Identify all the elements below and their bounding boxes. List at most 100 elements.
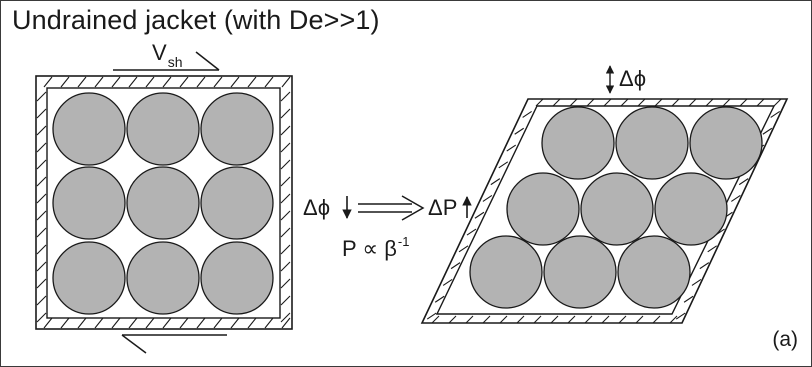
hatch-stroke: [280, 210, 291, 221]
hatch-stroke: [145, 317, 155, 329]
hatch-stroke: [442, 278, 453, 286]
grain: [200, 92, 274, 166]
grain: [200, 241, 274, 315]
hatch-stroke: [691, 278, 702, 286]
jacket-outer-right: [420, 98, 789, 324]
hatch-stroke: [688, 98, 697, 107]
sheared-sample: [420, 98, 789, 324]
grain: [200, 166, 274, 240]
hatch-stroke: [683, 295, 694, 303]
hatch-stroke: [230, 317, 240, 329]
grain: [52, 241, 126, 315]
grain-pack-sheared: [469, 106, 763, 309]
hatch-stroke: [196, 76, 206, 88]
hatch-stroke: [426, 312, 437, 320]
figure-title: Undrained jacket (with De>>1): [12, 5, 380, 35]
hatch-stroke: [280, 159, 291, 170]
hatch-stroke: [36, 278, 47, 289]
grain: [126, 241, 200, 315]
hatch-stroke: [738, 178, 749, 186]
hatch-stroke: [669, 315, 678, 324]
hatch-stroke: [36, 312, 47, 323]
hatch-stroke: [280, 142, 291, 153]
hatch-stroke: [707, 245, 718, 253]
hatch-stroke: [280, 227, 291, 238]
hatch-stroke: [60, 76, 70, 88]
hatch-stroke: [434, 295, 445, 303]
hatch-stroke: [280, 125, 291, 136]
hatch-stroke: [466, 228, 477, 236]
hatch-stroke: [280, 193, 291, 204]
hatch-stroke: [264, 317, 274, 329]
grain: [541, 106, 615, 180]
hatch-stroke: [756, 98, 765, 107]
grain: [543, 235, 617, 309]
hatch-stroke: [431, 315, 440, 324]
grain: [580, 172, 654, 246]
jacket-hatching-left: [36, 76, 291, 329]
hatch-stroke: [762, 127, 773, 135]
hatch-stroke: [535, 98, 544, 107]
hatch-stroke: [569, 98, 578, 107]
hatch-stroke: [145, 76, 155, 88]
hatch-stroke: [586, 98, 595, 107]
hatch-stroke: [722, 98, 731, 107]
hatch-stroke: [94, 317, 104, 329]
grain: [52, 166, 126, 240]
hatch-stroke: [36, 227, 47, 238]
grain: [689, 106, 763, 180]
hatch-stroke: [280, 312, 291, 323]
hatch-stroke: [36, 261, 47, 272]
hatch-stroke: [739, 98, 748, 107]
hatch-stroke: [43, 76, 53, 88]
hatch-stroke: [654, 98, 663, 107]
hatch-stroke: [128, 317, 138, 329]
hatch-stroke: [482, 315, 491, 324]
hatch-stroke: [162, 76, 172, 88]
hatch-stroke: [770, 110, 781, 118]
grain: [52, 92, 126, 166]
hatch-stroke: [635, 315, 644, 324]
grain: [126, 92, 200, 166]
hatch-stroke: [230, 76, 240, 88]
hatch-stroke: [533, 315, 542, 324]
hatch-stroke: [162, 317, 172, 329]
hatch-stroke: [280, 244, 291, 255]
thickness-change-label: Δϕ: [619, 66, 647, 91]
shear-arrow-top: [113, 51, 220, 71]
hatch-stroke: [567, 315, 576, 324]
hatch-stroke: [280, 176, 291, 187]
hatch-stroke: [731, 194, 741, 202]
hatch-stroke: [601, 315, 610, 324]
hatch-stroke: [699, 262, 710, 270]
hatch-stroke: [514, 127, 524, 135]
hatch-stroke: [522, 110, 532, 118]
hatch-stroke: [43, 317, 53, 329]
hatch-stroke: [77, 76, 87, 88]
hatch-stroke: [94, 76, 104, 88]
hatch-stroke: [36, 125, 47, 136]
hatch-stroke: [482, 194, 493, 202]
hatch-stroke: [36, 91, 47, 102]
hatch-stroke: [196, 317, 206, 329]
hatch-stroke: [448, 315, 457, 324]
hatch-stroke: [552, 98, 561, 107]
hatch-stroke: [280, 261, 291, 272]
hatch-stroke: [506, 144, 517, 152]
hatch-stroke: [465, 315, 474, 324]
jacket-hatching-right: [426, 98, 782, 324]
hatch-stroke: [128, 76, 138, 88]
hatch-stroke: [179, 317, 189, 329]
hatch-stroke: [516, 315, 525, 324]
implies-arrow: [358, 195, 425, 221]
grain-pack-square: [52, 92, 274, 315]
hatch-stroke: [281, 76, 291, 88]
hatch-stroke: [450, 262, 461, 270]
jacket-inner-left: [46, 87, 281, 319]
hatch-stroke: [247, 76, 257, 88]
grain: [469, 235, 543, 309]
shear-arrow-bottom: [121, 334, 227, 354]
hatch-stroke: [280, 108, 291, 119]
hatch-stroke: [280, 91, 291, 102]
